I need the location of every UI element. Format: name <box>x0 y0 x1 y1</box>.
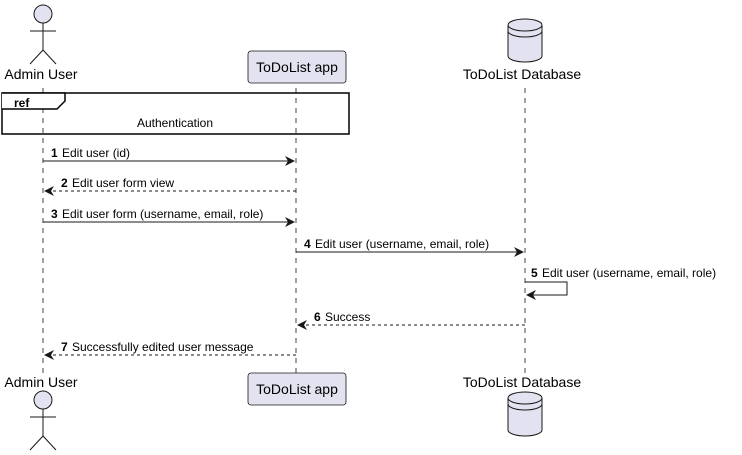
message-6: 6 Success <box>297 310 525 330</box>
message-1-text: Edit user (id) <box>62 146 130 160</box>
message-1-number: 1 <box>51 146 58 160</box>
ref-frame-border <box>1 92 350 135</box>
participant-admin-user-top-label: Admin User <box>4 66 77 82</box>
actor-icon <box>29 390 57 451</box>
ref-frame-authentication: ref Authentication <box>1 92 350 135</box>
actor-admin-user-bottom: Admin User <box>4 374 78 451</box>
ref-frame-tag: ref <box>14 96 30 110</box>
participant-todolist-app-bottom-label: ToDoList app <box>256 381 338 397</box>
actor-admin-user-top: Admin User <box>4 4 78 82</box>
message-2-number: 2 <box>61 176 68 190</box>
ref-frame-tab <box>2 92 66 110</box>
message-5: 5 Edit user (username, email, role) <box>525 266 716 300</box>
database-icon <box>507 18 543 63</box>
participant-todolist-app-top: ToDoList app <box>247 50 347 84</box>
ref-frame-text: Authentication <box>137 116 213 130</box>
message-6-number: 6 <box>314 310 321 324</box>
message-7: 7 Successfully edited user message <box>44 340 296 360</box>
message-7-number: 7 <box>61 340 68 354</box>
message-4-text: Edit user (username, email, role) <box>315 237 489 251</box>
participant-todolist-app-bottom: ToDoList app <box>247 372 347 406</box>
message-2: 2 Edit user form view <box>44 176 296 196</box>
participant-todolist-database-top-label: ToDoList Database <box>463 66 582 82</box>
message-2-text: Edit user form view <box>72 176 174 190</box>
participant-box <box>247 372 347 406</box>
message-4: 4 Edit user (username, email, role) <box>296 237 524 257</box>
participant-todolist-app-top-label: ToDoList app <box>256 59 338 75</box>
message-3-text: Edit user form (username, email, role) <box>62 207 263 221</box>
message-4-number: 4 <box>304 237 311 251</box>
participant-admin-user-bottom-label: Admin User <box>4 374 77 390</box>
message-3: 3 Edit user form (username, email, role) <box>43 207 295 227</box>
participant-box <box>247 50 347 84</box>
message-1: 1 Edit user (id) <box>43 146 295 166</box>
message-5-self-arrow <box>525 281 568 300</box>
message-5-text: Edit user (username, email, role) <box>542 266 716 280</box>
message-7-text: Successfully edited user message <box>72 340 254 354</box>
participant-todolist-database-bottom-label: ToDoList Database <box>463 374 582 390</box>
message-5-number: 5 <box>531 266 538 280</box>
message-3-number: 3 <box>51 207 58 221</box>
message-6-text: Success <box>325 310 370 324</box>
lifelines <box>42 88 526 374</box>
participant-todolist-database-top: ToDoList Database <box>463 18 582 82</box>
participant-todolist-database-bottom: ToDoList Database <box>463 374 582 437</box>
actor-icon <box>29 4 57 65</box>
database-icon <box>507 391 543 437</box>
